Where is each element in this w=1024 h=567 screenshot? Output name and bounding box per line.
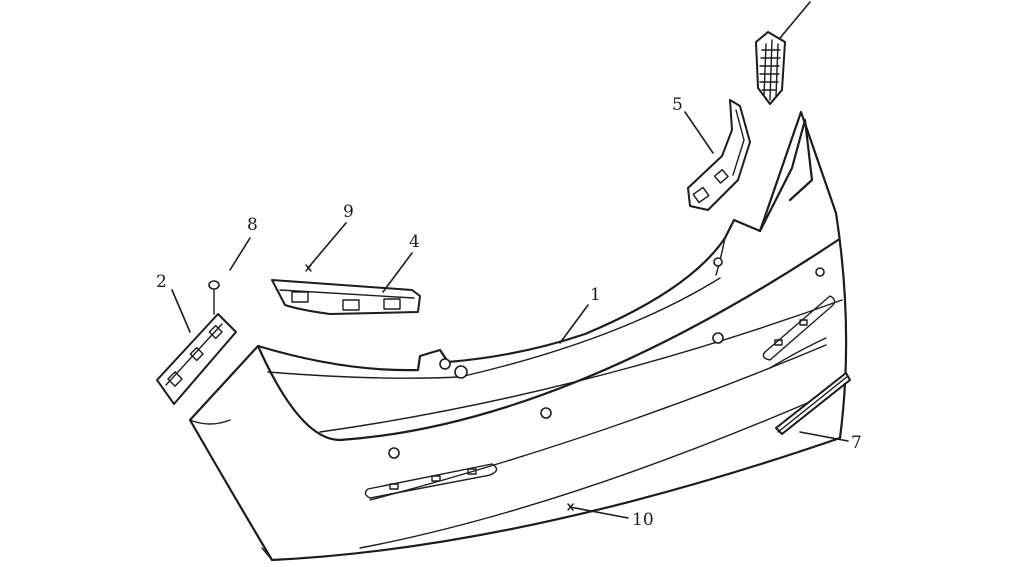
callout-10: 10 [632,510,654,530]
upper-left-bracket [271,279,421,315]
clip-8 [208,280,220,315]
callout-2: 2 [156,272,167,292]
callout-1: 1 [590,285,601,305]
bumper-cover [188,110,848,562]
callout-5: 5 [672,95,683,115]
callout-8: 8 [247,215,258,235]
grille-insert [755,31,786,105]
lower-trim-strip [775,372,851,435]
callout-9: 9 [343,202,354,222]
callout-7: 7 [851,433,862,453]
left-side-bracket [156,313,237,405]
callout-4: 4 [409,232,420,252]
right-guide-bracket [687,99,751,211]
leader-lines [171,1,849,519]
